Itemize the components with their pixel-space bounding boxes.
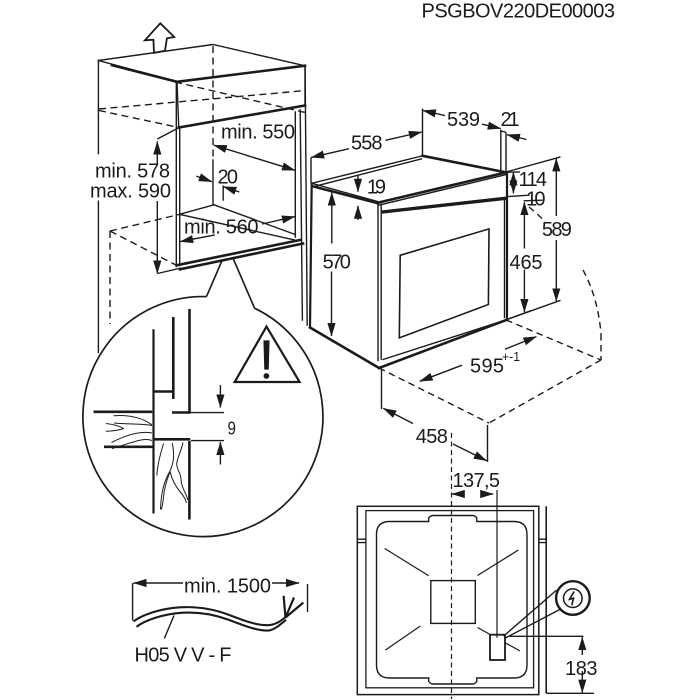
svg-text:19: 19 [367, 177, 386, 199]
svg-text:10: 10 [526, 189, 546, 211]
svg-text:min. 560: min. 560 [184, 217, 259, 239]
svg-text:21: 21 [501, 109, 520, 131]
svg-text:max. 590: max. 590 [90, 181, 171, 203]
svg-text:PSGBOV220DE00003: PSGBOV220DE00003 [422, 1, 616, 23]
svg-text:min. 1500: min. 1500 [184, 576, 271, 598]
svg-text:137,5: 137,5 [453, 470, 501, 492]
svg-text:465: 465 [510, 252, 543, 274]
svg-text:458: 458 [416, 426, 448, 448]
svg-text:+-1: +-1 [502, 349, 520, 364]
svg-text:183: 183 [565, 658, 598, 680]
svg-text:570: 570 [323, 252, 351, 274]
svg-text:589: 589 [542, 219, 572, 241]
svg-text:539: 539 [447, 109, 480, 131]
svg-text:H05 V V - F: H05 V V - F [135, 645, 232, 667]
svg-text:595: 595 [470, 356, 504, 378]
svg-text:min. 578: min. 578 [95, 161, 170, 183]
svg-text:min. 550: min. 550 [221, 122, 295, 144]
svg-text:558: 558 [351, 133, 383, 155]
svg-text:20: 20 [218, 167, 239, 189]
svg-text:114: 114 [519, 169, 548, 191]
svg-text:9: 9 [228, 419, 236, 439]
